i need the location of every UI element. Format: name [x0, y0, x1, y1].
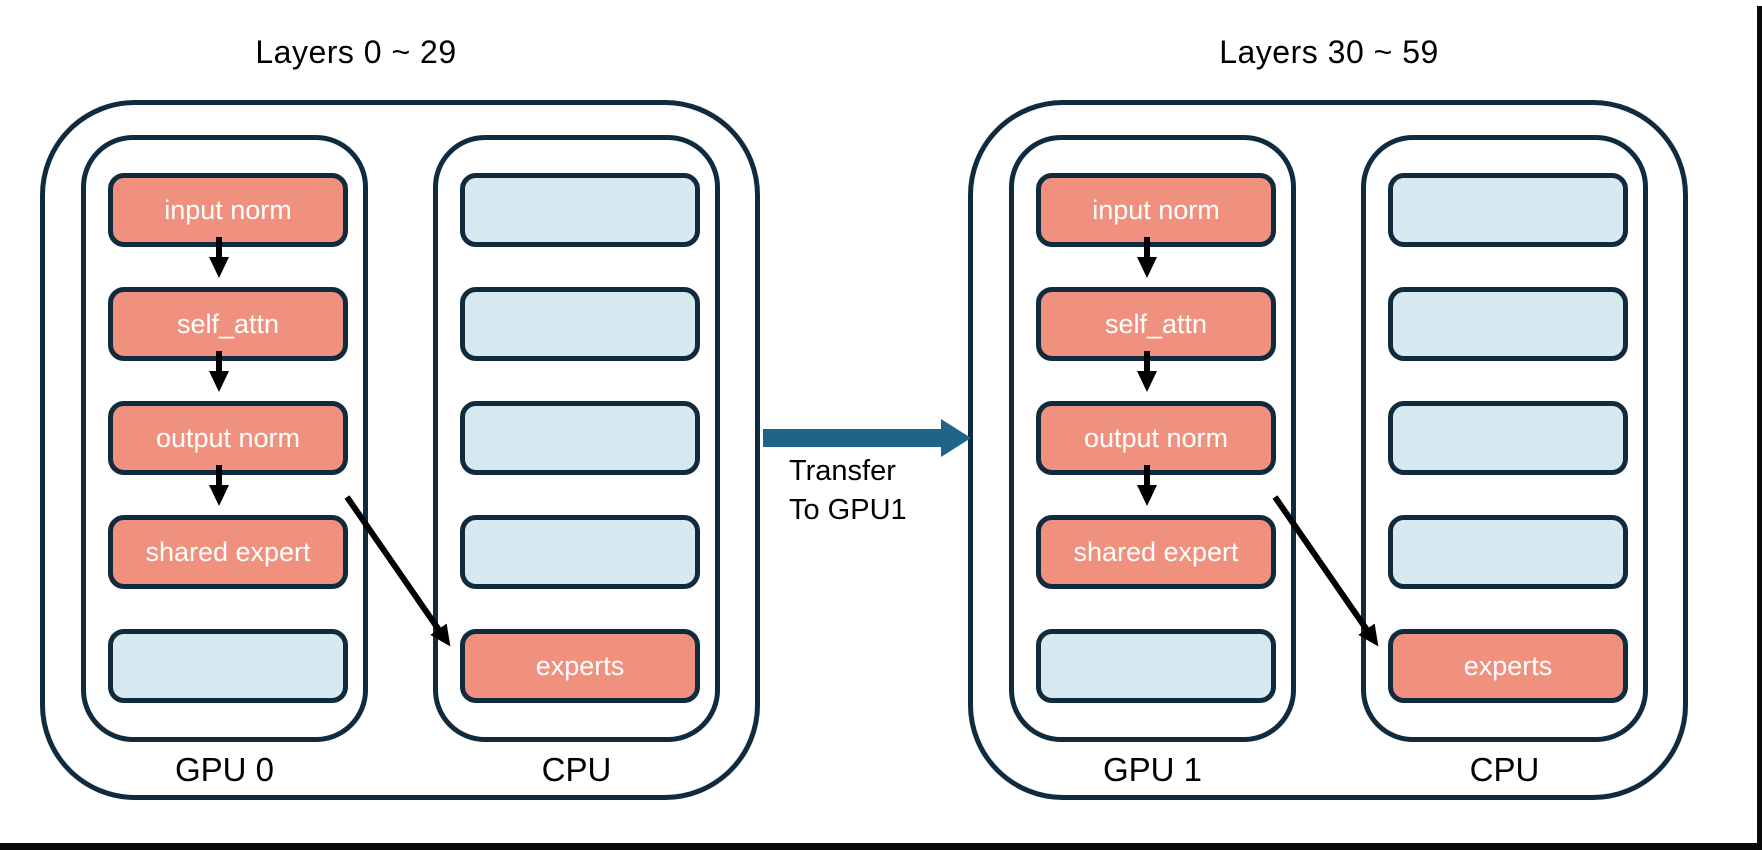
gpu1-input-norm-box: input norm	[1036, 173, 1276, 247]
gpu0-label: GPU 0	[174, 751, 275, 788]
gpu0-shared-expert-box: shared expert	[108, 515, 348, 589]
gpu0-self-attn-box: self_attn	[108, 287, 348, 361]
gpu1-shared-expert-box: shared expert	[1036, 515, 1276, 589]
cpu0-empty-slot-1	[460, 173, 700, 247]
gpu1-output-norm-box: output norm	[1036, 401, 1276, 475]
bottom-edge-bar	[0, 843, 1762, 850]
gpu0-container: input norm self_attn output norm shared …	[81, 135, 368, 742]
right-edge-bar	[1757, 6, 1762, 850]
gpu0-output-norm-box: output norm	[108, 401, 348, 475]
cpu0-container: experts	[433, 135, 720, 742]
panel-layers-0-29: input norm self_attn output norm shared …	[40, 100, 760, 800]
gpu1-container: input norm self_attn output norm shared …	[1009, 135, 1296, 742]
panel-title-layers-0-29: Layers 0 ~ 29	[255, 34, 457, 70]
transfer-label: Transfer To GPU1	[789, 452, 907, 530]
gpu1-self-attn-box: self_attn	[1036, 287, 1276, 361]
cpu1-container: experts	[1361, 135, 1648, 742]
cpu0-empty-slot-2	[460, 287, 700, 361]
gpu0-empty-slot	[108, 629, 348, 703]
gpu1-empty-slot	[1036, 629, 1276, 703]
gpu0-input-norm-box: input norm	[108, 173, 348, 247]
gpu1-label: GPU 1	[1102, 751, 1203, 788]
cpu1-empty-slot-4	[1388, 515, 1628, 589]
cpu1-empty-slot-1	[1388, 173, 1628, 247]
transfer-label-line2: To GPU1	[789, 494, 907, 526]
cpu1-empty-slot-2	[1388, 287, 1628, 361]
cpu0-empty-slot-4	[460, 515, 700, 589]
transfer-label-line1: Transfer	[789, 455, 896, 487]
cpu0-empty-slot-3	[460, 401, 700, 475]
cpu0-experts-box: experts	[460, 629, 700, 703]
panel-layers-30-59: input norm self_attn output norm shared …	[968, 100, 1688, 800]
cpu1-empty-slot-3	[1388, 401, 1628, 475]
panel-title-layers-30-59: Layers 30 ~ 59	[1219, 34, 1439, 70]
cpu1-experts-box: experts	[1388, 629, 1628, 703]
cpu1-label: CPU	[1469, 751, 1540, 788]
cpu0-label: CPU	[541, 751, 612, 788]
